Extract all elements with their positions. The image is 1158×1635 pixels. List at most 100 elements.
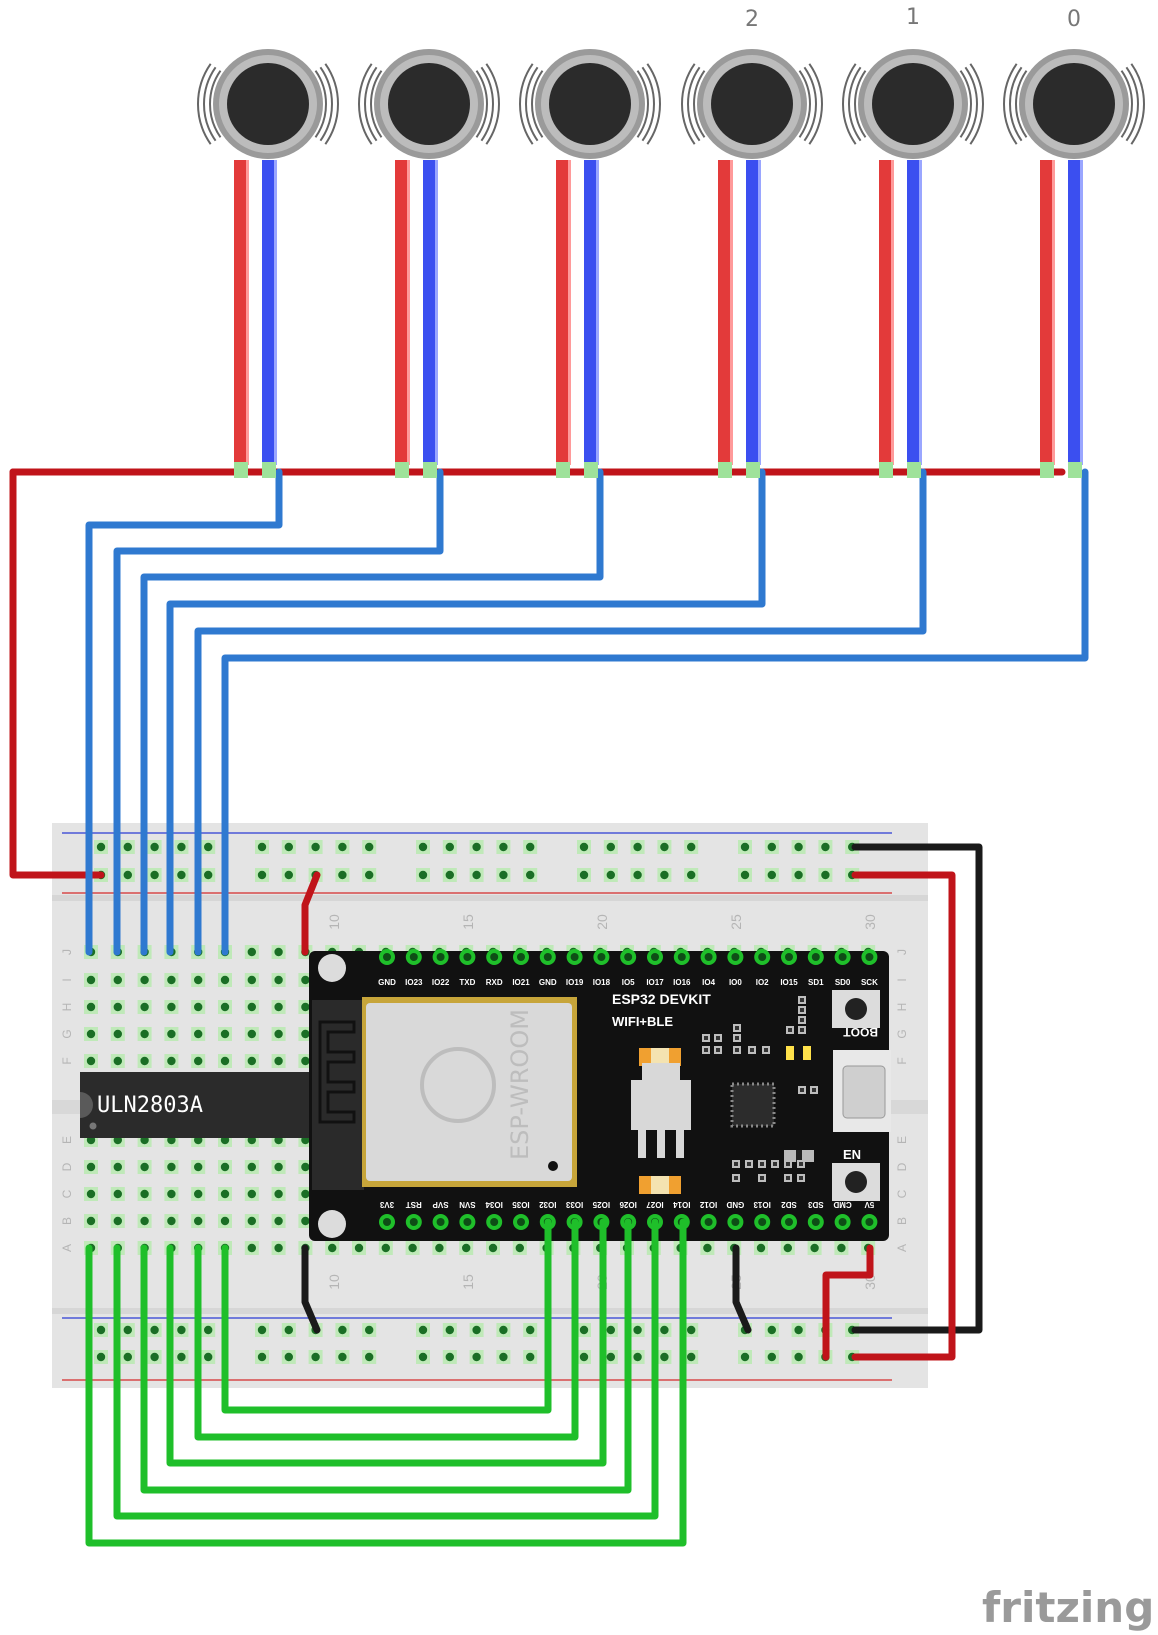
power-rail-bridge-wire[interactable]: [851, 871, 956, 1361]
gpio-wire-5[interactable]: [113, 1218, 659, 1520]
gpio-wire-4[interactable]: [140, 1218, 632, 1494]
esp32-pin-hole: [677, 953, 686, 961]
esp32-pin-hole: [731, 1218, 740, 1226]
signal-wire-1[interactable]: [85, 468, 283, 956]
rail-hole: [365, 870, 374, 880]
breadboard-hole: [247, 975, 256, 985]
power-feed-wire[interactable]: [9, 468, 105, 879]
breadboard-hole: [220, 1162, 230, 1172]
breadboard-hole: [220, 1002, 230, 1012]
breadboard-hole: [86, 975, 96, 985]
vibration-motor[interactable]: [1003, 49, 1145, 478]
uln2803a-chip[interactable]: ULN2803A: [80, 1072, 325, 1138]
rail-hole: [418, 870, 428, 880]
gpio-wire-1[interactable]: [221, 1218, 552, 1414]
breadboard-hole: [140, 1056, 149, 1066]
rail-hole: [660, 1352, 669, 1362]
breadboard-hole: [86, 1056, 96, 1066]
smd-body: [716, 1048, 720, 1052]
rail-hole: [284, 870, 293, 880]
5v-wire[interactable]: [822, 1244, 874, 1361]
smd-body: [734, 1176, 738, 1180]
rail-hole: [365, 1352, 374, 1362]
rail-hole: [150, 870, 159, 880]
rail-hole: [204, 1352, 213, 1362]
esp32-pin-hole: [517, 953, 525, 961]
column-number-top: 15: [460, 914, 476, 930]
rail-hole: [767, 1352, 776, 1362]
vibration-motor[interactable]: [358, 49, 500, 478]
rail-hole: [338, 842, 347, 852]
breadboard-hole: [194, 1216, 203, 1226]
signal-wire-4[interactable]: [166, 468, 766, 956]
vibration-motor[interactable]: [842, 49, 984, 478]
row-letter: D: [895, 1162, 909, 1171]
rail-hole: [472, 1325, 481, 1335]
vibration-motor[interactable]: [197, 49, 339, 478]
breadboard-hole: [113, 1162, 123, 1172]
motor-red-lead-highlight: [568, 160, 571, 465]
rail-hole: [633, 842, 642, 852]
vibration-arc: [314, 70, 327, 138]
breadboard-hole: [220, 975, 230, 985]
breadboard-hole: [220, 1189, 230, 1199]
vibration-arc: [485, 63, 500, 145]
board-title: ESP32 DEVKIT: [612, 991, 711, 1007]
esp32-pin-label-bottom: IO14: [673, 1200, 691, 1209]
signal-wire-3[interactable]: [140, 468, 604, 956]
breadboard-hole: [274, 1056, 283, 1066]
board-subtitle: WIFI+BLE: [612, 1014, 673, 1029]
smd-body: [716, 1036, 720, 1040]
esp32-pin-hole: [543, 953, 552, 961]
breadboard-hole: [113, 1189, 123, 1199]
breadboard-hole: [194, 1002, 203, 1012]
signal-wire-5[interactable]: [194, 468, 927, 956]
rail-hole: [740, 870, 750, 880]
motor-label-0: 0: [1067, 7, 1081, 32]
motor-face: [227, 63, 309, 145]
esp32-pin-hole: [811, 953, 820, 961]
vibration-arc: [531, 70, 544, 138]
signal-wire-2[interactable]: [113, 468, 444, 956]
gpio-wire-3[interactable]: [166, 1218, 607, 1467]
breadboard-hole: [301, 975, 310, 985]
rail-hole: [284, 1352, 293, 1362]
row-letter: I: [895, 978, 909, 981]
esp32-pin-label-top: SCK: [861, 978, 878, 987]
smd-body: [704, 1036, 708, 1040]
rail-hole: [794, 1325, 803, 1335]
vibration-arc: [646, 63, 661, 145]
motor-lead-tip: [584, 462, 598, 478]
vibration-arc: [475, 70, 488, 138]
rail-hole: [579, 1352, 589, 1362]
esp32-board[interactable]: ESP-WROOM ESP32 DEVKIT WIFI+BLE BOOT EN …: [309, 949, 891, 1241]
rail-hole: [821, 870, 830, 880]
motor-blue-lead-highlight: [435, 160, 438, 465]
esp32-pin-hole: [865, 953, 874, 961]
esp32-pin-hole: [811, 1218, 820, 1226]
rail-hole: [257, 1325, 267, 1335]
esp32-pin-hole: [704, 953, 713, 961]
breadboard-hole: [247, 1243, 256, 1253]
power-wire-short[interactable]: [301, 871, 321, 956]
motor-blue-lead-highlight: [274, 160, 277, 465]
gpio-wire-6[interactable]: [85, 1218, 687, 1547]
rail-hole: [150, 1352, 159, 1362]
signal-wire-6[interactable]: [221, 468, 1089, 956]
esp32-pin-label-top: IO5: [622, 978, 635, 987]
capacitor-bottom-band: [651, 1176, 669, 1194]
row-letter: E: [60, 1136, 74, 1144]
vibration-motor[interactable]: [681, 49, 823, 478]
smd-body: [735, 1036, 739, 1040]
vibration-arc: [693, 70, 706, 138]
gpio-wire-2[interactable]: [194, 1218, 579, 1441]
breadboard-hole: [328, 1243, 337, 1253]
motor-lead-tip: [746, 462, 760, 478]
esp32-pin-hole: [409, 953, 418, 961]
rail-hole: [660, 870, 669, 880]
module-dot: [548, 1161, 558, 1171]
ground-wire-right[interactable]: [732, 1244, 752, 1334]
ground-wire-left[interactable]: [301, 1244, 321, 1334]
ground-rail-bridge-wire[interactable]: [851, 843, 983, 1334]
vibration-motor[interactable]: [519, 49, 661, 478]
